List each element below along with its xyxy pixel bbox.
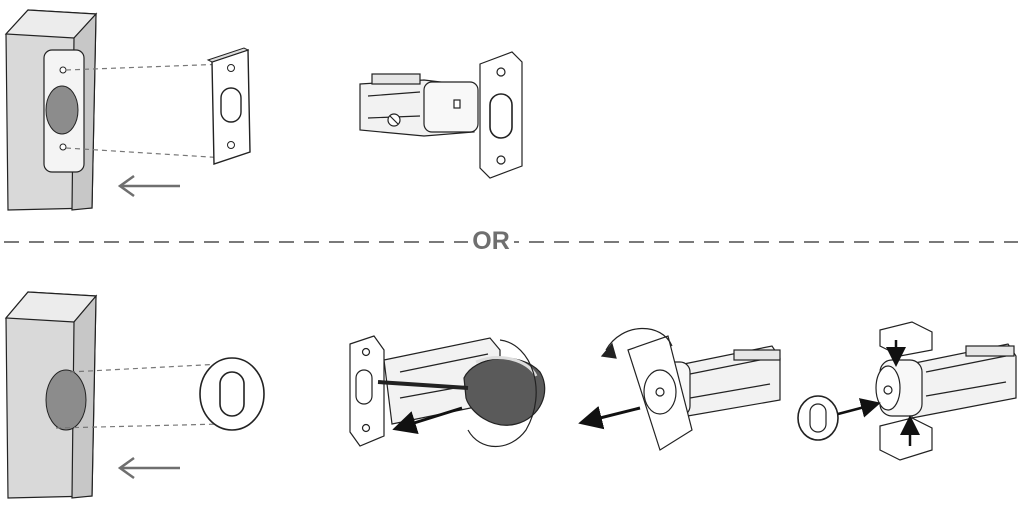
latch-icon	[359, 51, 523, 179]
screwdriver-pry-icon	[349, 335, 546, 448]
drive-collar-icon	[199, 357, 265, 431]
faceplate-icon	[206, 47, 251, 165]
install-collar-icon	[797, 321, 1017, 461]
rotate-faceplate-icon	[578, 327, 781, 451]
guide-lines-bottom	[55, 363, 223, 429]
push-arrow-bottom-icon	[117, 456, 180, 480]
or-divider-label: OR	[468, 226, 514, 256]
door-edge-mortise-icon	[4, 9, 98, 211]
push-arrow-top-icon	[117, 174, 180, 198]
door-edge-bore-icon	[4, 291, 98, 499]
